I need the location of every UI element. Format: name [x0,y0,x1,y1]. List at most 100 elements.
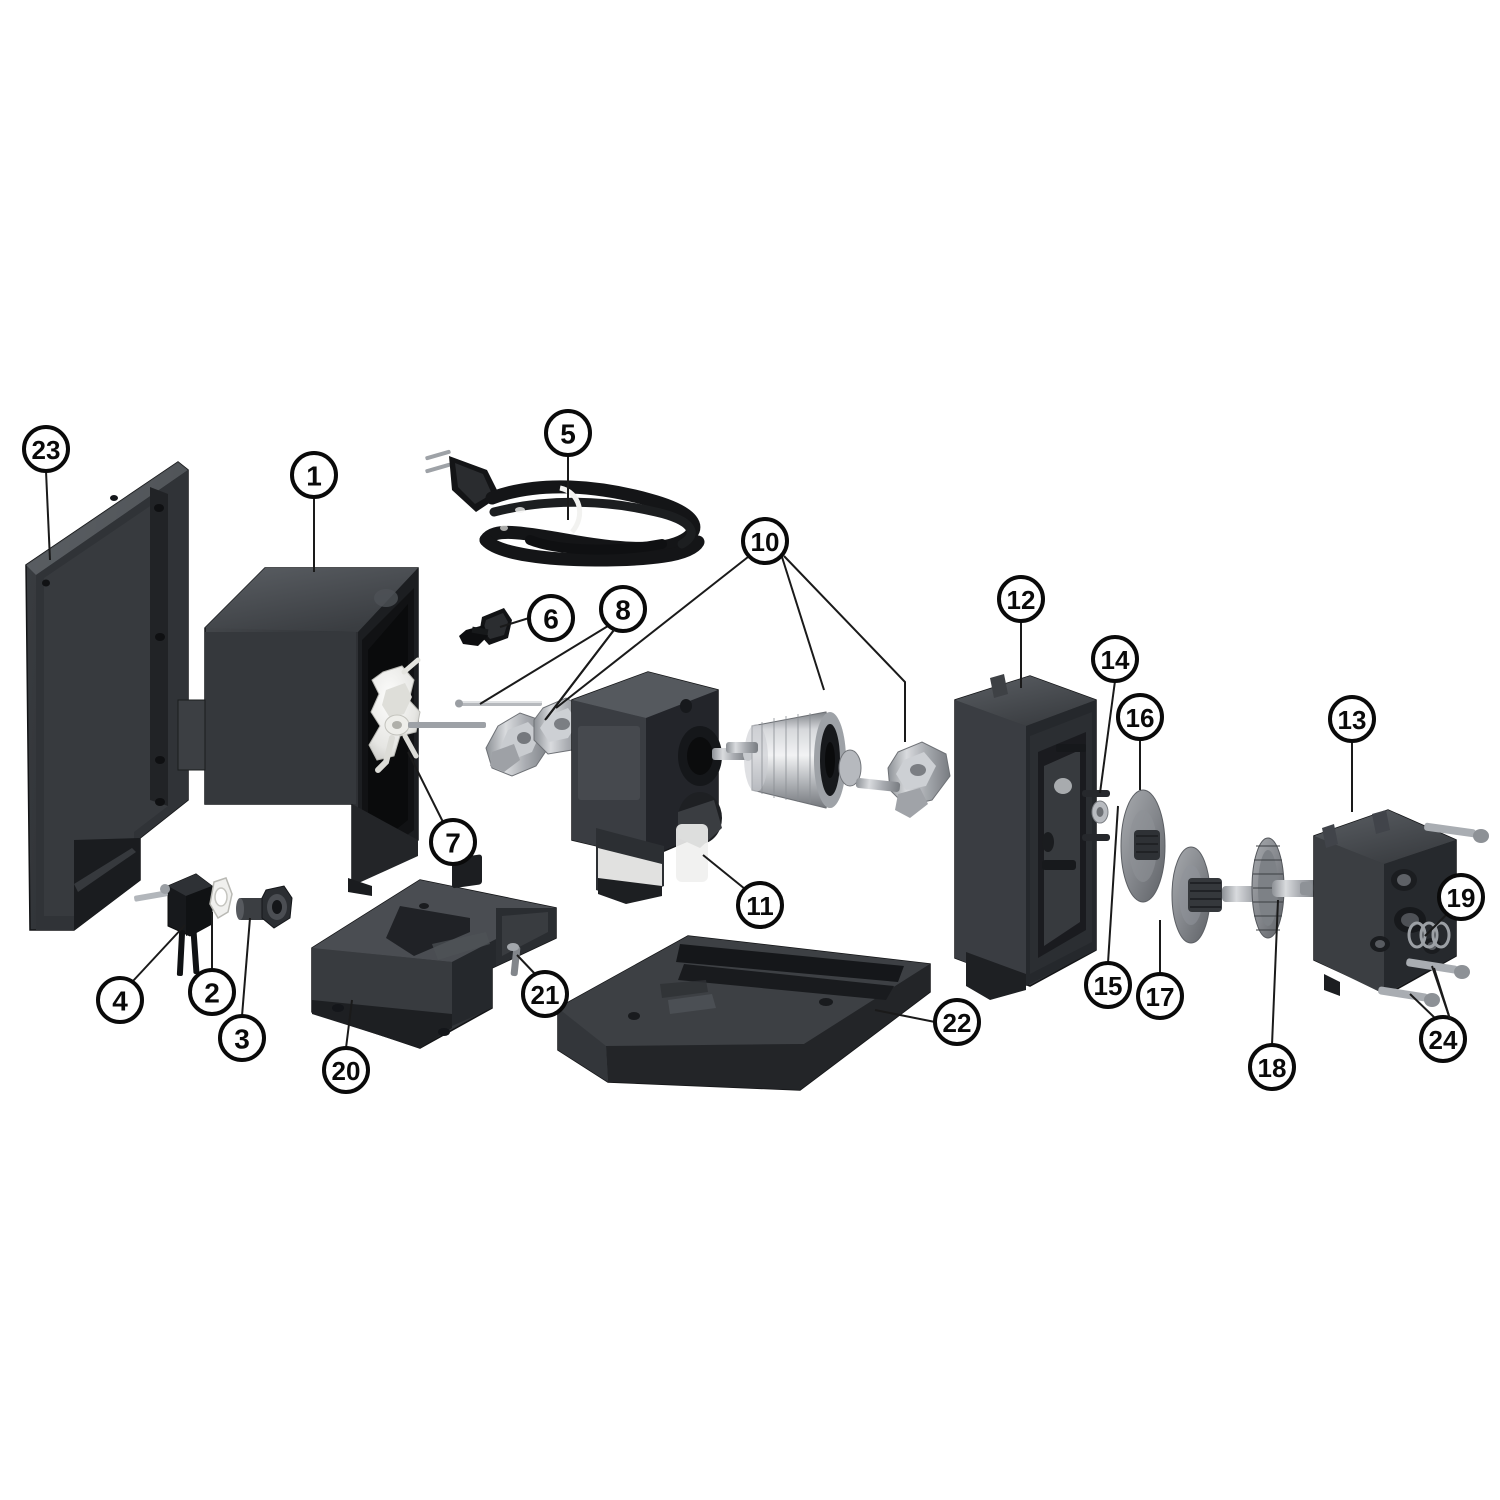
motor-armature-rotor [726,711,901,809]
callout-number-16: 16 [1126,703,1155,733]
multi-leaders [545,555,1451,1020]
plug-prongs [425,449,451,474]
callout-number-24: 24 [1429,1025,1458,1055]
part-1-main-housing-shroud [177,567,486,896]
part-18-output-shaft-gear [1222,837,1323,939]
part-21-mount-screw [507,943,521,977]
callout-circle-14 [1091,635,1139,683]
callout-7[interactable]: 7 [429,818,477,866]
callout-number-2: 2 [204,978,220,1009]
callout-circle-13 [1328,695,1376,743]
part-8-through-rod-pin [455,699,542,708]
part-11-motor-field-assembly [571,671,753,904]
callout-number-15: 15 [1094,971,1123,1001]
callout-18[interactable]: 18 [1248,1043,1296,1091]
callout-circle-5 [544,409,592,457]
callout-number-3: 3 [234,1024,250,1055]
screw-lower [1378,986,1440,1007]
callout-leader-6 [499,617,530,628]
part-3-switch-knob-nut [236,885,293,929]
part-5-power-cord [425,449,705,567]
callout-leader-23 [45,470,51,561]
callout-number-22: 22 [943,1008,972,1038]
callout-number-23: 23 [32,435,61,465]
callout-1[interactable]: 1 [290,451,338,499]
callout-circle-21 [521,970,569,1018]
callout-circle-20 [322,1046,370,1094]
callout-circle-3 [218,1014,266,1062]
callout-circle-1 [290,451,338,499]
callout-number-14: 14 [1101,645,1130,675]
callout-23[interactable]: 23 [22,425,70,473]
callout-22[interactable]: 22 [933,998,981,1046]
callout-21[interactable]: 21 [521,970,569,1018]
callout-number-17: 17 [1146,982,1175,1012]
callout-number-19: 19 [1447,883,1476,913]
callout-16[interactable]: 16 [1116,693,1164,741]
callout-15[interactable]: 15 [1084,961,1132,1009]
part-15-bushing [1091,800,1109,824]
callout-14[interactable]: 14 [1091,635,1139,683]
callout-leader-20 [345,999,353,1049]
callout-leader-3 [241,917,251,1017]
callout-circle-16 [1116,693,1164,741]
callout-circle-6 [527,594,575,642]
callout-leader-21 [516,954,537,976]
callout-17[interactable]: 17 [1136,972,1184,1020]
callout-circle-19 [1437,873,1485,921]
callout-leader-14 [1099,680,1116,794]
callout-circle-12 [997,575,1045,623]
callout-3[interactable]: 3 [218,1014,266,1062]
callout-24[interactable]: 24 [1419,1015,1467,1063]
part-22-base-plate [557,935,931,1091]
callout-circle-24 [1419,1015,1467,1063]
callout-circle-7 [429,818,477,866]
callout-number-13: 13 [1338,705,1367,735]
part-17-pinion-gear [1171,846,1222,944]
callout-circle-11 [736,881,784,929]
callout-20[interactable]: 20 [322,1046,370,1094]
callout-19[interactable]: 19 [1437,873,1485,921]
callout-circle-18 [1248,1043,1296,1091]
callout-leader-10 [555,556,749,709]
callout-number-6: 6 [543,604,559,635]
part-12-gearbox-housing [954,674,1110,1000]
callout-number-11: 11 [746,891,774,921]
callout-leader-19 [1424,912,1449,937]
callout-leader-8 [479,625,609,705]
part-13-gearbox-end-plate [1313,809,1457,996]
callout-2[interactable]: 2 [188,968,236,1016]
callout-number-18: 18 [1258,1053,1287,1083]
callout-leader-22 [874,1009,936,1023]
callout-5[interactable]: 5 [544,409,592,457]
callout-number-8: 8 [615,595,631,626]
callout-12[interactable]: 12 [997,575,1045,623]
callout-number-21: 21 [531,980,560,1010]
callout-leader-18 [1271,899,1279,1046]
callout-leader-c8b [544,629,615,721]
callout-number-5: 5 [560,419,576,450]
callout-8[interactable]: 8 [599,585,647,633]
part-4-rocker-switch [134,873,213,977]
callout-circle-2 [188,968,236,1016]
callout-circle-23 [22,425,70,473]
part-2-flat-washer [209,877,233,920]
callout-leader-24 [1409,993,1437,1020]
callout-11[interactable]: 11 [736,881,784,929]
leader-10-branch-mid [781,556,825,691]
callout-number-4: 4 [112,986,128,1017]
callout-13[interactable]: 13 [1328,695,1376,743]
callout-circle-10 [741,517,789,565]
part-6-strain-relief-bushing [459,608,512,646]
part-10-brush-holder-right [887,741,951,818]
callout-4[interactable]: 4 [96,976,144,1024]
callout-leader-4 [132,924,186,982]
callout-6[interactable]: 6 [527,594,575,642]
callout-10[interactable]: 10 [741,517,789,565]
callout-leader-11 [702,854,746,890]
callout-leader-7 [407,751,444,823]
